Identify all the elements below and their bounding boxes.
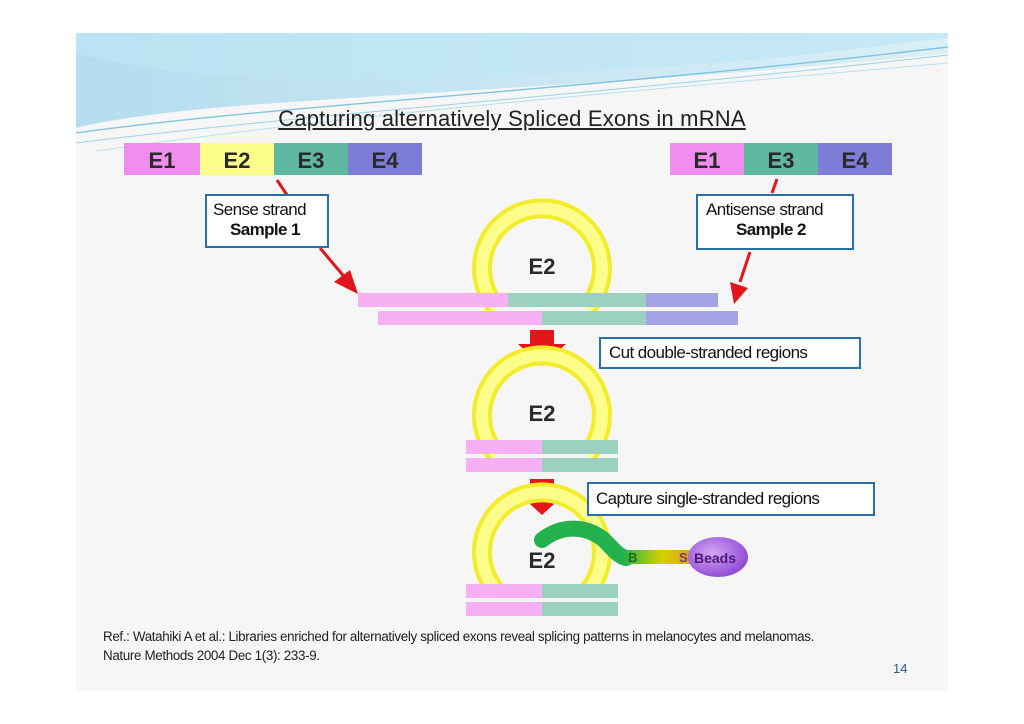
biotin-label: B xyxy=(628,550,637,565)
sample2-exon-label: E1 xyxy=(694,148,721,173)
sample2-exon-label: E4 xyxy=(842,148,870,173)
hybridize-arrow-left xyxy=(275,179,358,294)
sample2-exon-bar: E1 E3 E4 xyxy=(670,143,892,175)
sample1-exon-label: E3 xyxy=(298,148,325,173)
sample1-exon-e3 xyxy=(274,143,348,175)
sample1-exon-e4 xyxy=(348,143,422,175)
loop-e2-label: E2 xyxy=(529,401,556,426)
bead xyxy=(688,537,748,577)
cut-hybrid: E2 xyxy=(466,345,618,472)
sample2-exon-e3 xyxy=(744,143,818,175)
cut-step-box: Cut double-stranded regions xyxy=(599,337,861,369)
sample2-exon-label: E3 xyxy=(768,148,795,173)
loop-e2-label: E2 xyxy=(529,254,556,279)
page-number: 14 xyxy=(893,661,908,676)
sample1-exon-label: E1 xyxy=(149,148,176,173)
sample2-exon-e4 xyxy=(818,143,892,175)
captured-hybrid: E2 xyxy=(466,482,634,616)
reference-line2: Nature Methods 2004 Dec 1(3): 233-9. xyxy=(103,648,320,663)
heteroduplex-hybrid: E2 xyxy=(358,198,738,325)
capture-step-label: Capture single-stranded regions xyxy=(596,489,820,508)
loop-e2-label: E2 xyxy=(529,548,556,573)
antisense-strand-label: Antisense strand xyxy=(706,200,824,219)
sense-strand-label: Sense strand xyxy=(213,200,307,219)
reference-line1: Ref.: Watahiki A et al.: Libraries enric… xyxy=(103,629,814,644)
sense-strand-box: Sense strand Sample 1 xyxy=(205,194,329,248)
sample1-exon-e1 xyxy=(124,143,200,175)
streptavidin-label: S xyxy=(679,550,688,565)
sample2-exon-e1 xyxy=(670,143,744,175)
biotin-streptavidin-rod xyxy=(622,550,702,564)
hybridize-arrow-right xyxy=(730,178,779,304)
beads-label: Beads xyxy=(694,550,736,566)
sample2-label: Sample 2 xyxy=(736,220,806,239)
header-swoosh xyxy=(76,33,948,152)
sample1-exon-label: E2 xyxy=(224,148,251,173)
sample1-exon-bar: E1 E2 E3 E4 xyxy=(124,143,422,175)
sample1-exon-label: E4 xyxy=(372,148,400,173)
reference-citation: Ref.: Watahiki A et al.: Libraries enric… xyxy=(103,627,814,665)
sample1-exon-e2 xyxy=(200,143,274,175)
capture-probe xyxy=(534,520,634,566)
capture-step-box: Capture single-stranded regions xyxy=(587,482,875,516)
slide-title: Capturing alternatively Spliced Exons in… xyxy=(278,106,746,131)
antisense-strand-box: Antisense strand Sample 2 xyxy=(696,194,854,250)
sample1-label: Sample 1 xyxy=(230,220,300,239)
bead-linker: B S Beads xyxy=(622,537,748,577)
cut-step-label: Cut double-stranded regions xyxy=(609,343,808,362)
